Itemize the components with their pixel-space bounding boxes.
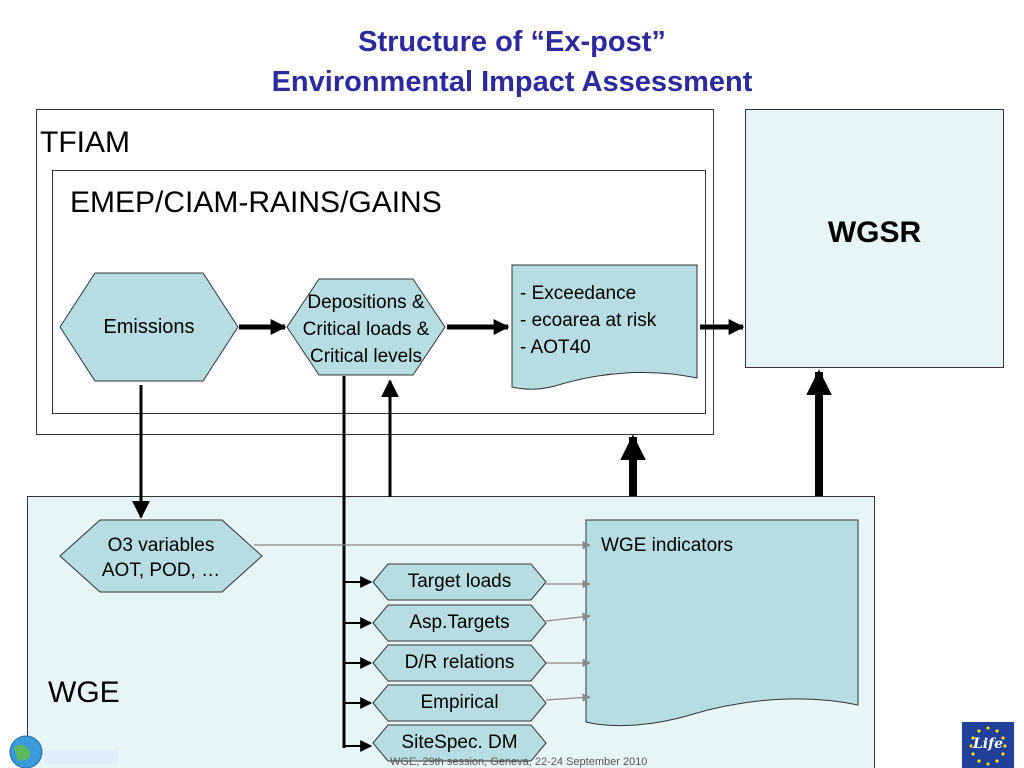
o3-line-2: AOT, POD, …: [101, 560, 221, 581]
target-loads-label: Target loads: [407, 571, 512, 592]
sitespec-label: SiteSpec. DM: [401, 732, 518, 753]
outputs-document: [511, 264, 698, 390]
target-loads-node: [372, 563, 547, 601]
outputs-ecoarea: - ecoarea at risk: [520, 310, 657, 331]
empirical-node: [372, 684, 547, 722]
tfiam-label: TFIAM: [40, 126, 130, 159]
depositions-node: [286, 278, 446, 376]
arrow-asp-targets-indicators: [545, 612, 591, 622]
outputs-aot40: - AOT40: [520, 337, 591, 358]
o3-label: O3 variables AOT, POD, …: [60, 533, 262, 583]
emissions-node: [59, 272, 239, 382]
title-line-1: Structure of “Ex-post”: [358, 26, 666, 58]
arrow-empirical-indicators: [545, 693, 591, 702]
title-line-2: Environmental Impact Assessment: [271, 66, 753, 98]
sitespec-node: [372, 724, 547, 762]
depositions-line-1: Depositions &: [307, 292, 425, 313]
empirical-label: Empirical: [420, 692, 499, 713]
depositions-line-2: Critical loads &: [302, 319, 430, 340]
wgsr-box: [745, 109, 1004, 368]
footer-text: WGE, 29th session, Geneva, 22-24 Septemb…: [390, 756, 648, 768]
emep-label: EMEP/CIAM-RAINS/GAINS: [70, 186, 442, 219]
o3-node: [59, 519, 263, 593]
globe-logo: [9, 735, 118, 768]
outputs-document-label: - Exceedance - ecoarea at risk - AOT40: [520, 280, 656, 361]
asp-targets-node: [372, 604, 547, 642]
depositions-label: Depositions & Critical loads & Critical …: [274, 289, 458, 370]
asp-targets-label: Asp.Targets: [409, 612, 510, 633]
wge-indicators-label: WGE indicators: [601, 535, 733, 556]
wge-label: WGE: [48, 676, 120, 709]
life-logo-text: Life: [972, 736, 1004, 752]
dr-relations-label: D/R relations: [404, 652, 515, 673]
outputs-exceedance: - Exceedance: [520, 283, 637, 304]
emissions-label: Emissions: [103, 316, 195, 338]
wge-indicators-document: [585, 519, 859, 727]
wgsr-label: WGSR: [827, 216, 922, 249]
depositions-line-3: Critical levels: [310, 346, 422, 367]
o3-line-1: O3 variables: [107, 535, 215, 556]
life-eu-logo: [962, 722, 1014, 768]
